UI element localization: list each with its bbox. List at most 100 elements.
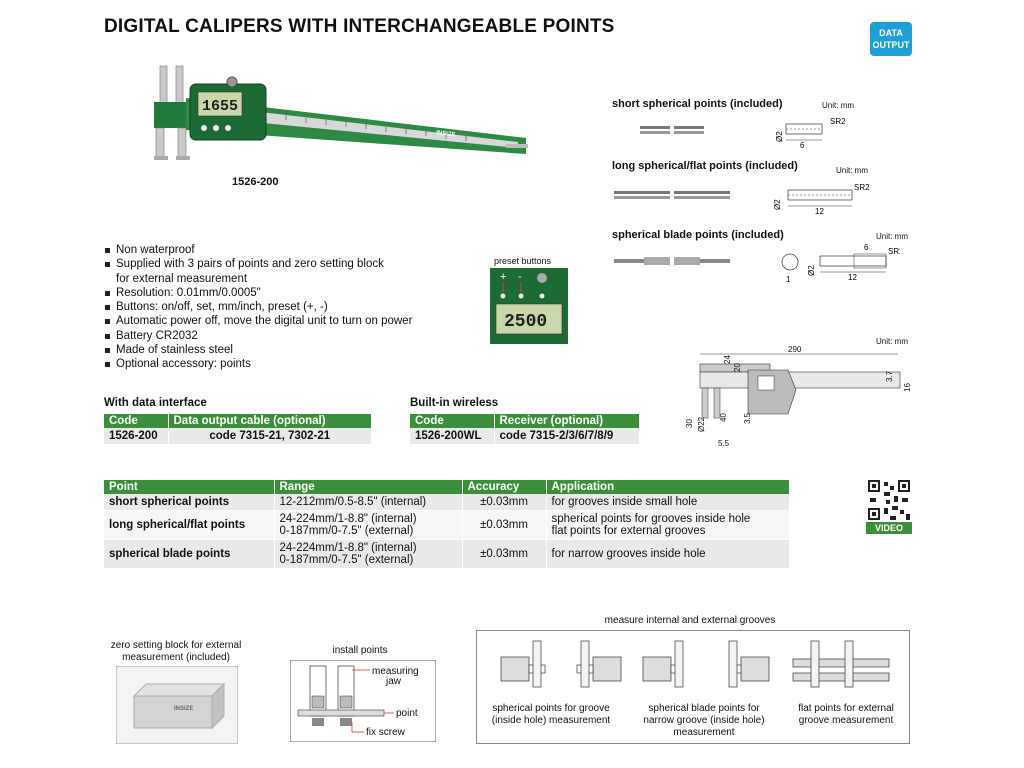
features-list: Non waterproof Supplied with 3 pairs of … <box>104 243 412 372</box>
dim-290: 290 <box>788 345 802 354</box>
table-cell: for narrow grooves inside hole <box>546 539 790 569</box>
caption-line: groove measurement <box>798 715 894 726</box>
short-points-diagram: 6 SR2 Ø2 <box>640 117 846 150</box>
qr-video-icon[interactable]: VIDEO <box>866 478 912 534</box>
install-jaw-label1: measuring <box>372 666 419 677</box>
blade-thick: 1 <box>786 275 791 284</box>
dim-40: 40 <box>719 413 728 422</box>
table-cell: for grooves inside small hole <box>546 494 790 511</box>
blade-dia: Ø2 <box>807 265 816 276</box>
table-cell: 12-212mm/0.5-8.5" (internal) <box>274 494 463 511</box>
badge-line2: OUTPUT <box>872 40 910 50</box>
long-points-diagram: 12 SR2 Ø2 <box>614 183 870 216</box>
blade-points-diagram: 1 6 12 SR2 Ø2 <box>614 243 900 284</box>
install-jaw-label2: jaw <box>385 676 402 687</box>
long-sr: SR2 <box>854 183 870 192</box>
range-line: 24-224mm/1-8.8" (internal) <box>279 542 417 554</box>
short-len: 6 <box>800 141 805 150</box>
feature-item: Battery CR2032 <box>104 329 412 343</box>
install-point-label: point <box>396 708 418 719</box>
table-header: Point <box>104 480 275 494</box>
caption-line: narrow groove (inside hole) <box>643 715 765 726</box>
caption-line: measurement <box>673 727 735 738</box>
dim-24: 24 <box>723 355 732 364</box>
caption-line: flat points for external <box>798 703 894 714</box>
long-dia: Ø2 <box>773 199 782 210</box>
table-cell: 1526-200 <box>104 428 169 444</box>
data-interface-heading: With data interface <box>104 397 207 409</box>
dim-3-5: 3.5 <box>743 412 752 424</box>
wireless-heading: Built-in wireless <box>410 397 499 409</box>
dim-d22: Ø22 <box>697 416 706 432</box>
table-cell: 1526-200WL <box>410 428 495 444</box>
model-number: 1526-200 <box>232 176 279 188</box>
preset-buttons-image: + - 2500 <box>490 268 568 344</box>
zero-setting-block-image: INSIZE <box>116 666 238 744</box>
preset-display-value: 2500 <box>504 312 547 332</box>
blade-sr: SR2 <box>888 247 900 256</box>
feature-item: Made of stainless steel <box>104 343 412 357</box>
data-output-badge: DATA OUTPUT <box>870 22 912 56</box>
dim-16: 16 <box>903 383 912 392</box>
blade-len2: 6 <box>864 243 869 252</box>
table-cell: code 7315-2/3/6/7/8/9 <box>494 428 640 444</box>
range-line: 12-212mm/0.5-8.5" (internal) <box>279 496 427 508</box>
table-header: Code <box>410 414 495 428</box>
blade-points-unit: Unit: mm <box>876 232 908 241</box>
zero-block-caption: zero setting block for external measurem… <box>100 640 252 664</box>
application-line: flat points for external grooves <box>551 525 706 537</box>
install-screw-label: fix screw <box>366 727 406 738</box>
badge-line1: DATA <box>879 28 903 38</box>
table-cell: short spherical points <box>104 494 275 511</box>
table-cell: spherical blade points <box>104 539 275 569</box>
table-cell: ±0.03mm <box>462 494 547 511</box>
groove-caption-1: spherical points for groove (inside hole… <box>481 703 621 727</box>
install-points-diagram: measuring jaw point fix screw <box>290 660 436 742</box>
plus-sign: + <box>500 271 506 283</box>
short-dia: Ø2 <box>775 131 784 142</box>
dims-unit: Unit: mm <box>876 337 908 346</box>
feature-item: Supplied with 3 pairs of points and zero… <box>104 257 412 271</box>
caliper-image: 1655 INSIZE <box>154 65 528 160</box>
table-cell: 24-224mm/1-8.8" (internal) 0-187mm/0-7.5… <box>274 510 463 540</box>
blade-len: 12 <box>848 273 857 282</box>
table-cell: long spherical/flat points <box>104 510 275 540</box>
feature-item: Buttons: on/off, set, mm/inch, preset (+… <box>104 300 412 314</box>
dim-20: 20 <box>733 363 742 372</box>
dim-5-5: 5.5 <box>718 439 730 448</box>
preset-label: preset buttons <box>494 256 552 266</box>
grooves-title: measure internal and external grooves <box>604 615 776 626</box>
table-cell: 24-224mm/1-8.8" (internal) 0-187mm/0-7.5… <box>274 539 463 569</box>
install-title: install points <box>332 645 388 656</box>
wireless-table: Code Receiver (optional) 1526-200WL code… <box>410 414 640 444</box>
long-points-unit: Unit: mm <box>836 166 868 175</box>
grooves-panel: spherical points for groove (inside hole… <box>476 630 910 744</box>
long-len: 12 <box>815 207 824 216</box>
range-line: 0-187mm/0-7.5" (external) <box>279 554 414 566</box>
groove-caption-2: spherical blade points for narrow groove… <box>629 703 779 739</box>
feature-item: Resolution: 0.01mm/0.0005" <box>104 286 412 300</box>
page-title: DIGITAL CALIPERS WITH INTERCHANGEABLE PO… <box>104 16 615 37</box>
dimension-drawing: 290 24 20 3.7 16 30 Ø22 40 3.5 5.5 <box>685 345 912 448</box>
caption-line: measurement (included) <box>122 652 230 663</box>
caption-line: zero setting block for external <box>110 640 242 651</box>
blade-points-title: spherical blade points (included) <box>612 229 784 241</box>
table-cell: spherical points for grooves inside hole… <box>546 510 790 540</box>
range-line: 24-224mm/1-8.8" (internal) <box>279 513 417 525</box>
table-row: spherical blade points 24-224mm/1-8.8" (… <box>104 539 790 569</box>
table-header: Accuracy <box>462 480 547 494</box>
table-header: Data output cable (optional) <box>168 414 372 428</box>
range-line: 0-187mm/0-7.5" (external) <box>279 525 414 537</box>
minus-sign: - <box>518 271 522 283</box>
caption-line: spherical points for groove <box>492 703 610 714</box>
table-cell: ±0.03mm <box>462 510 547 540</box>
groove-caption-3: flat points for external groove measurem… <box>783 703 909 727</box>
application-line: spherical points for grooves inside hole <box>551 513 751 525</box>
feature-item: Automatic power off, move the digital un… <box>104 314 412 328</box>
table-header: Range <box>274 480 463 494</box>
caption-line: spherical blade points for <box>648 703 760 714</box>
dim-3-7: 3.7 <box>885 370 894 382</box>
table-cell: ±0.03mm <box>462 539 547 569</box>
long-points-title: long spherical/flat points (included) <box>612 160 798 172</box>
short-sr: SR2 <box>830 117 846 126</box>
